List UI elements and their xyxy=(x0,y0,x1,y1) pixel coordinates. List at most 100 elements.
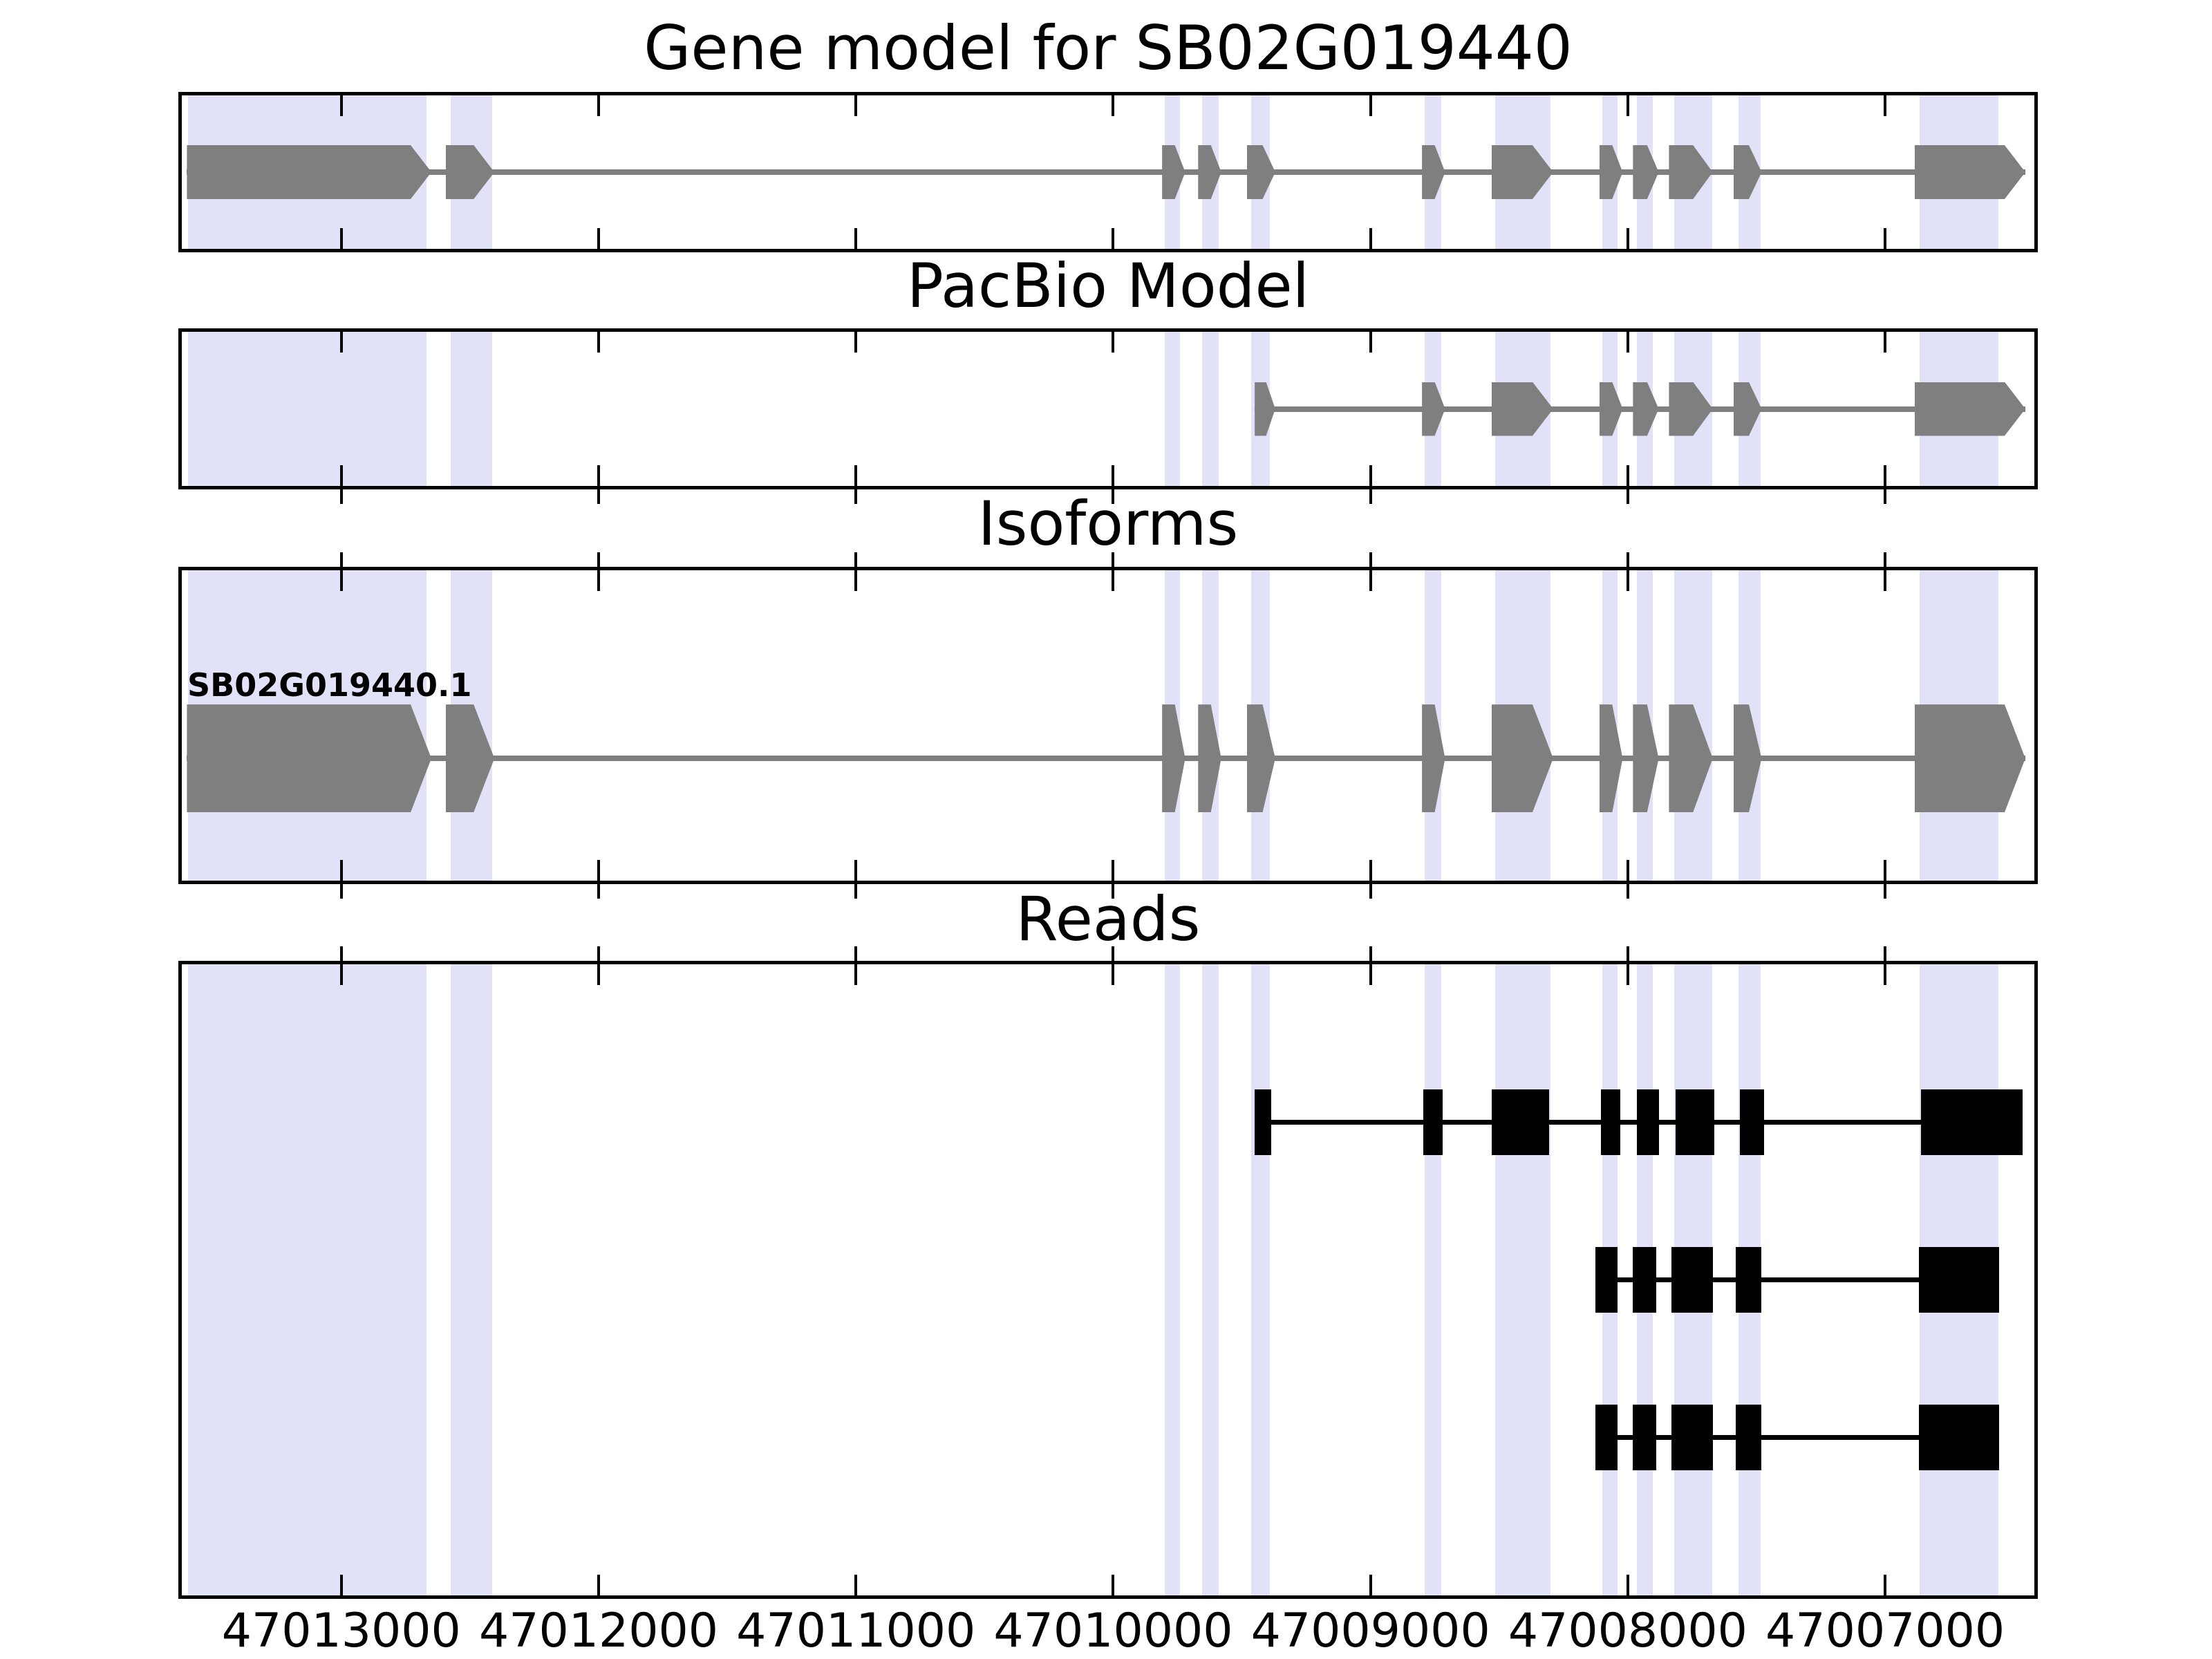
exon-arrow xyxy=(1247,704,1275,812)
axis-tick xyxy=(597,228,600,249)
highlight-band xyxy=(450,964,492,1595)
axis-tick xyxy=(854,1575,858,1595)
axis-tick xyxy=(1369,552,1372,591)
axis-tick xyxy=(1369,860,1372,899)
panel-title-gene-model: Gene model for SB02G019440 xyxy=(644,12,1573,84)
exon-arrow xyxy=(1255,382,1275,436)
axis-tick xyxy=(1626,95,1629,116)
exon-arrow xyxy=(1915,704,2025,812)
exon-arrow xyxy=(1600,145,1623,199)
read-block xyxy=(1671,1247,1713,1313)
axis-tick xyxy=(339,95,343,116)
read-block xyxy=(1636,1089,1659,1155)
read-block xyxy=(1739,1089,1765,1155)
axis-tick xyxy=(1369,332,1372,353)
axis-tick xyxy=(597,95,600,116)
x-tick-label: 47010000 xyxy=(993,1604,1233,1658)
intron-line xyxy=(187,756,2025,762)
exon-arrow xyxy=(187,145,431,199)
axis-tick xyxy=(1626,228,1629,249)
highlight-band xyxy=(450,332,492,486)
highlight-band xyxy=(1164,964,1181,1595)
axis-tick xyxy=(1369,1575,1372,1595)
axis-tick xyxy=(1112,465,1115,504)
panel-reads xyxy=(178,961,2038,1599)
highlight-band xyxy=(1164,332,1181,486)
axis-tick xyxy=(339,465,343,504)
axis-tick xyxy=(1112,228,1115,249)
axis-tick xyxy=(1884,228,1887,249)
axis-tick xyxy=(339,946,343,985)
axis-tick xyxy=(1884,552,1887,591)
panel-title-isoforms: Isoforms xyxy=(977,488,1239,559)
exon-arrow xyxy=(1162,145,1185,199)
panel-pacbio-model xyxy=(178,328,2038,489)
highlight-band xyxy=(1495,964,1551,1595)
highlight-band xyxy=(1201,332,1219,486)
axis-tick xyxy=(597,552,600,591)
highlight-band xyxy=(1250,964,1271,1595)
axis-tick xyxy=(597,946,600,985)
highlight-band xyxy=(188,964,427,1595)
exon-arrow xyxy=(1600,382,1623,436)
read-block xyxy=(1918,1405,1999,1471)
read-block xyxy=(1491,1089,1550,1155)
highlight-band xyxy=(1424,964,1442,1595)
panel-title-reads: Reads xyxy=(1015,883,1201,955)
x-tick-label: 47008000 xyxy=(1508,1604,1747,1658)
highlight-band xyxy=(188,332,427,486)
axis-tick xyxy=(597,860,600,899)
axis-tick xyxy=(1626,332,1629,353)
axis-tick xyxy=(339,332,343,353)
read-block xyxy=(1595,1405,1618,1471)
axis-tick xyxy=(1884,465,1887,504)
read-block xyxy=(1671,1405,1713,1471)
axis-tick xyxy=(1626,552,1629,591)
panel-reads-plot-area xyxy=(182,964,2034,1595)
panel-isoforms: SB02G019440.1 xyxy=(178,567,2038,884)
read-block xyxy=(1595,1247,1618,1313)
read-block xyxy=(1423,1089,1443,1155)
read-block xyxy=(1918,1247,1999,1313)
read-block xyxy=(1736,1405,1762,1471)
exon-arrow xyxy=(1915,145,2025,199)
axis-tick xyxy=(1626,465,1629,504)
x-tick-label: 47011000 xyxy=(736,1604,976,1658)
exon-arrow xyxy=(1247,145,1275,199)
axis-tick xyxy=(1626,860,1629,899)
panel-pacbio-plot-area xyxy=(182,332,2034,486)
axis-tick xyxy=(339,552,343,591)
axis-tick xyxy=(1884,1575,1887,1595)
axis-tick xyxy=(854,95,858,116)
axis-tick xyxy=(597,1575,600,1595)
exon-arrow xyxy=(1633,382,1658,436)
exon-arrow xyxy=(1422,704,1445,812)
axis-tick xyxy=(854,860,858,899)
axis-tick xyxy=(339,228,343,249)
exon-arrow xyxy=(1915,382,2025,436)
axis-tick xyxy=(1369,946,1372,985)
panel-isoforms-plot-area: SB02G019440.1 xyxy=(182,570,2034,881)
exon-arrow xyxy=(1422,145,1445,199)
axis-tick xyxy=(597,332,600,353)
axis-tick xyxy=(339,1575,343,1595)
axis-tick xyxy=(1112,552,1115,591)
axis-tick xyxy=(1884,946,1887,985)
axis-tick xyxy=(854,552,858,591)
read-block xyxy=(1921,1089,2023,1155)
panel-title-pacbio-model: PacBio Model xyxy=(906,250,1310,321)
exon-arrow xyxy=(1162,704,1185,812)
axis-tick xyxy=(854,465,858,504)
axis-tick xyxy=(1112,946,1115,985)
read-line xyxy=(1595,1277,1999,1282)
panel-gene-model-plot-area xyxy=(182,95,2034,249)
x-tick-label: 47013000 xyxy=(221,1604,461,1658)
exon-arrow xyxy=(1422,382,1445,436)
exon-arrow xyxy=(187,704,431,812)
axis-tick xyxy=(1884,95,1887,116)
axis-tick xyxy=(339,860,343,899)
highlight-band xyxy=(1201,964,1219,1595)
axis-tick xyxy=(1369,465,1372,504)
read-block xyxy=(1675,1089,1714,1155)
